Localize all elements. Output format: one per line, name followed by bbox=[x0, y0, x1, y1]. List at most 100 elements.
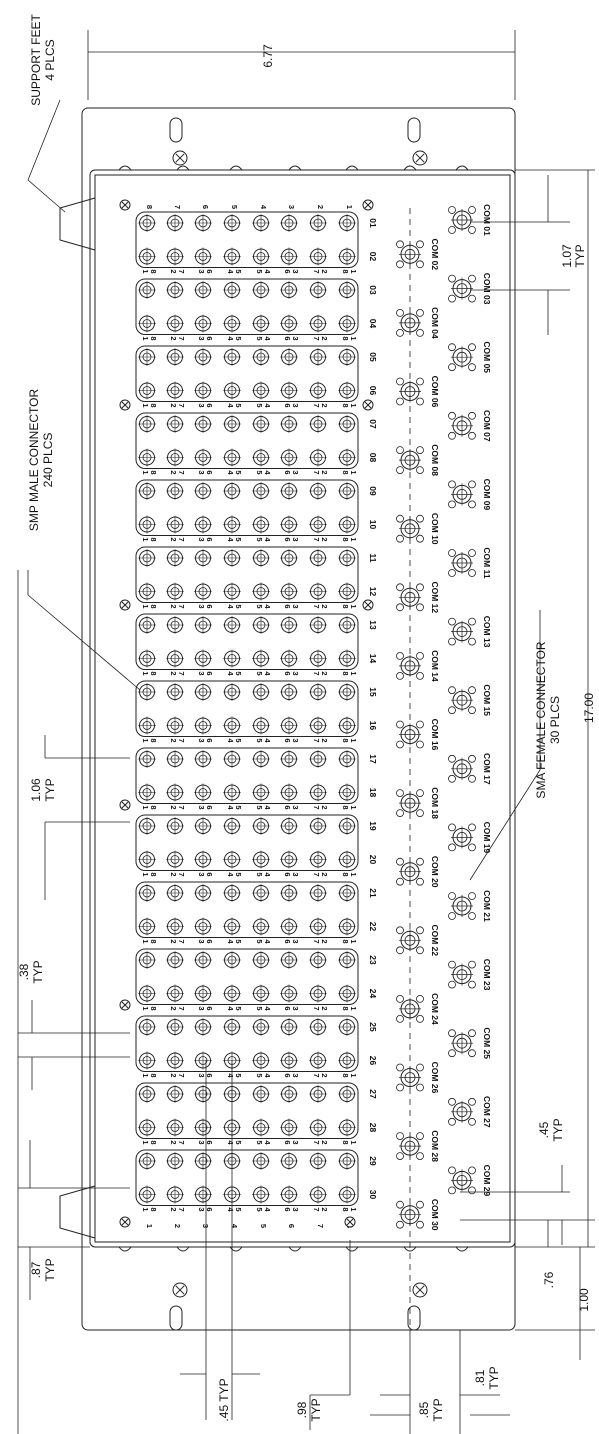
row-number-label: 20 bbox=[368, 855, 378, 865]
pin-label: 3 bbox=[291, 738, 300, 742]
row-number-label: 04 bbox=[368, 319, 378, 329]
row-number-label: 22 bbox=[368, 922, 378, 932]
smp-connector-icon bbox=[280, 716, 298, 735]
smp-connector-icon bbox=[223, 415, 241, 433]
smp-connector-icon bbox=[138, 884, 156, 902]
smp-connector-icon bbox=[194, 582, 212, 601]
sma-female-qty: 30 PLCS bbox=[548, 696, 562, 744]
smp-connector-icon bbox=[194, 783, 212, 802]
screw-icon bbox=[362, 399, 374, 411]
smp-connector-icon bbox=[338, 817, 356, 835]
pin-label: 2 bbox=[320, 1140, 329, 1144]
smp-connector-icon bbox=[223, 984, 241, 1003]
smp-connector-icon bbox=[223, 448, 241, 467]
smp-connector-icon bbox=[280, 247, 298, 266]
screw-icon bbox=[119, 399, 131, 411]
com-label: COM 10 bbox=[430, 513, 440, 545]
pin-label: 4 bbox=[226, 604, 235, 609]
mounting-slot bbox=[169, 1305, 183, 1331]
smp-connector-icon bbox=[138, 1085, 156, 1103]
edge-tab bbox=[455, 165, 469, 171]
mounting-slot bbox=[407, 117, 421, 143]
dim-81-value: .81 bbox=[473, 1369, 487, 1386]
pin-label: 7 bbox=[312, 537, 321, 541]
smp-block bbox=[135, 479, 359, 536]
row-number-label: 25 bbox=[368, 1022, 378, 1032]
pin-label: 8 bbox=[149, 604, 158, 608]
smp-connector-icon bbox=[338, 1185, 356, 1204]
smp-connector-icon bbox=[252, 1185, 270, 1204]
pin-label: 7 bbox=[177, 604, 186, 608]
pin-label: 5 bbox=[255, 805, 264, 809]
sma-connector-icon bbox=[448, 1166, 476, 1195]
row-number-label: 23 bbox=[368, 955, 378, 965]
pin-label: 1 bbox=[349, 939, 358, 943]
pin-label: 1 bbox=[141, 872, 150, 876]
pin-label: 8 bbox=[341, 336, 350, 340]
pin-label: 5 bbox=[255, 939, 264, 943]
smp-connector-icon bbox=[166, 1152, 184, 1170]
edge-tab bbox=[403, 1246, 417, 1252]
pin-label: 4 bbox=[263, 872, 272, 877]
pin-label: 7 bbox=[312, 939, 321, 943]
pin-label: 1 bbox=[349, 604, 358, 608]
edge-tab bbox=[288, 165, 302, 171]
pin-label: 1 bbox=[349, 805, 358, 809]
smp-connector-icon bbox=[166, 616, 184, 634]
com-label: COM 07 bbox=[482, 410, 492, 442]
smp-connector-icon bbox=[138, 917, 156, 936]
smp-connector-icon bbox=[309, 750, 327, 768]
smp-connector-icon bbox=[280, 482, 298, 500]
smp-connector-icon bbox=[166, 247, 184, 266]
smp-connector-icon bbox=[252, 314, 270, 333]
pin-label: 6 bbox=[205, 1207, 214, 1211]
pin-label: 5 bbox=[234, 738, 243, 742]
smp-connector-icon bbox=[166, 281, 184, 299]
dimension-lines bbox=[17, 30, 595, 1434]
pin-label: 6 bbox=[283, 738, 292, 742]
pin-label: 8 bbox=[341, 604, 350, 608]
row-number-label: 30 bbox=[368, 1190, 378, 1200]
smp-connector-icon bbox=[309, 917, 327, 936]
pin-label: 2 bbox=[169, 939, 178, 943]
pin-label: 4 bbox=[263, 939, 272, 944]
smp-connector-icon bbox=[194, 649, 212, 668]
sma-connector-icon bbox=[448, 617, 476, 646]
pin-label: 3 bbox=[291, 470, 300, 474]
smp-connector-icon bbox=[252, 817, 270, 835]
pin-label: 2 bbox=[169, 403, 178, 407]
width-dimension-label: 6.77 bbox=[261, 44, 275, 68]
pin-label: 3 bbox=[291, 403, 300, 407]
smp-connector-icon bbox=[138, 482, 156, 500]
pin-label: 1 bbox=[141, 805, 150, 809]
pin-label: 4 bbox=[263, 336, 272, 341]
com-label: COM 19 bbox=[482, 822, 492, 854]
pin-label: 6 bbox=[205, 939, 214, 943]
pin-label: 2 bbox=[169, 805, 178, 809]
sma-connector-icon bbox=[448, 343, 476, 372]
smp-connector-icon bbox=[166, 683, 184, 701]
pin-label: 1 bbox=[141, 1140, 150, 1144]
row-number-label: 05 bbox=[368, 352, 378, 362]
smp-connector-icon bbox=[166, 716, 184, 735]
pin-label: 2 bbox=[169, 604, 178, 608]
smp-connector-icon bbox=[166, 649, 184, 668]
pin-label: 8 bbox=[341, 805, 350, 809]
row-number-label: 11 bbox=[368, 554, 378, 563]
pin-label: 3 bbox=[197, 1006, 206, 1010]
smp-connector-icon bbox=[223, 716, 241, 735]
edge-tab bbox=[345, 165, 359, 171]
pin-label: 2 bbox=[169, 671, 178, 675]
smp-connector-icon bbox=[338, 951, 356, 969]
smp-connector-icon bbox=[166, 917, 184, 936]
pin-label: 5 bbox=[234, 1073, 243, 1077]
smp-connector-icon bbox=[309, 1185, 327, 1204]
pin-label: 5 bbox=[234, 671, 243, 675]
smp-connector-icon bbox=[280, 750, 298, 768]
smp-connector-icon bbox=[280, 348, 298, 366]
screw-icon bbox=[119, 199, 131, 211]
edge-tab bbox=[229, 165, 243, 171]
sma-connector-icon bbox=[396, 377, 424, 406]
smp-connector-icon bbox=[138, 850, 156, 869]
